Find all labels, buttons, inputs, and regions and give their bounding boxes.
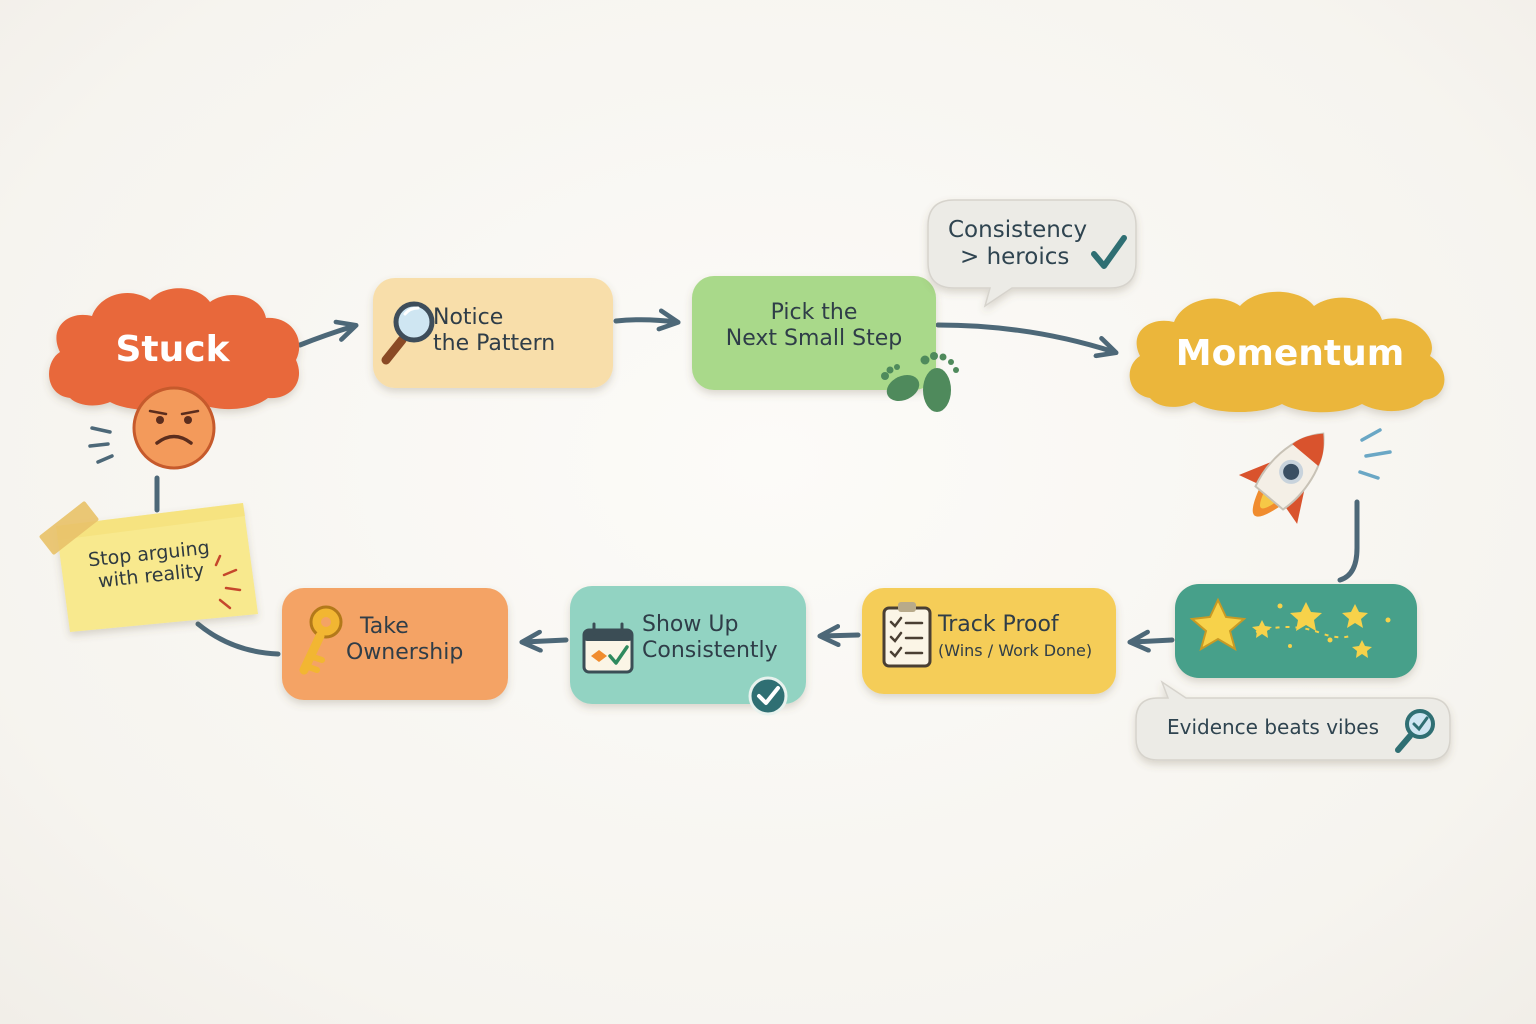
calendar-check-icon bbox=[582, 622, 634, 674]
step-take-line2: Ownership bbox=[346, 640, 464, 665]
step-notice: Notice the Pattern bbox=[433, 290, 588, 372]
momentum-label: Momentum bbox=[1160, 326, 1420, 382]
step-show: Show Up Consistently bbox=[642, 600, 800, 676]
step-track-line1: Track Proof bbox=[938, 611, 1059, 637]
spark-marks bbox=[214, 554, 242, 610]
arrow-show-to-take bbox=[519, 629, 569, 653]
stuck-text: Stuck bbox=[115, 328, 230, 370]
rocket-icon bbox=[1238, 432, 1325, 524]
momentum-text: Momentum bbox=[1175, 332, 1405, 374]
sticky-note bbox=[56, 503, 258, 632]
sad-face-icon bbox=[132, 386, 216, 470]
stars-icon bbox=[1189, 597, 1391, 658]
step-notice-box bbox=[373, 278, 613, 388]
consistency-line2: > heroics bbox=[960, 244, 1070, 270]
step-show-box bbox=[570, 586, 806, 704]
checklist-icon bbox=[882, 602, 932, 668]
step-take: Take Ownership bbox=[346, 600, 501, 680]
arrow-stars-to-track bbox=[1127, 629, 1175, 653]
step-track-line2: (Wins / Work Done) bbox=[938, 640, 1093, 660]
magnifier-icon bbox=[381, 301, 435, 365]
step-show-line2: Consistently bbox=[642, 638, 778, 663]
arrow-track-to-show bbox=[817, 624, 861, 648]
step-pick: Pick the Next Small Step bbox=[700, 288, 928, 364]
arrow-pick-to-momentum bbox=[935, 322, 1119, 359]
stuck-cloud bbox=[49, 288, 300, 411]
stress-marks bbox=[88, 426, 114, 464]
arrow-notice-to-pick bbox=[613, 308, 681, 332]
stuck-label: Stuck bbox=[90, 322, 255, 378]
step-notice-line2: the Pattern bbox=[433, 331, 556, 356]
step-pick-line2: Next Small Step bbox=[725, 326, 903, 351]
step-show-line1: Show Up bbox=[642, 612, 739, 638]
tape-icon bbox=[39, 501, 99, 555]
evidence-note: Evidence beats vibes bbox=[1150, 708, 1396, 748]
key-icon bbox=[299, 605, 343, 675]
evidence-text: Evidence beats vibes bbox=[1166, 715, 1380, 740]
consistency-check-icon bbox=[1091, 235, 1127, 269]
arrow-take-to-sticky bbox=[195, 621, 281, 657]
step-take-line1: Take bbox=[360, 614, 409, 640]
rocket-motion-marks bbox=[1358, 428, 1392, 480]
consistency-bubble bbox=[927, 199, 1137, 308]
evidence-bubble bbox=[1135, 680, 1451, 761]
footprints-icon bbox=[881, 352, 959, 412]
step-pick-line1: Pick the bbox=[770, 300, 858, 326]
evidence-magnifier-icon bbox=[1395, 709, 1435, 753]
check-badge-icon bbox=[748, 676, 788, 716]
momentum-cloud bbox=[1129, 291, 1445, 413]
step-notice-line1: Notice bbox=[433, 305, 504, 331]
consistency-line1: Consistency bbox=[948, 216, 1088, 243]
step-track: Track Proof (Wins / Work Done) bbox=[938, 600, 1110, 672]
step-pick-box bbox=[692, 276, 936, 390]
arrow-momentum-to-stars bbox=[1337, 499, 1360, 583]
arrow-stuck-to-notice bbox=[297, 319, 359, 348]
consistency-note: Consistency > heroics bbox=[948, 206, 1098, 282]
